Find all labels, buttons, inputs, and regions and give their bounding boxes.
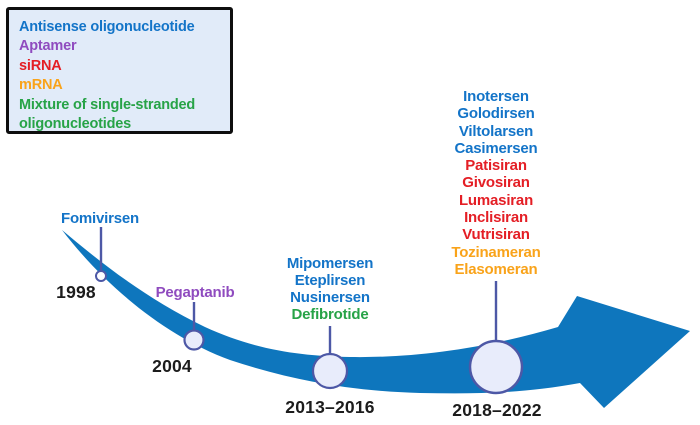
drug-label-pegaptanib: Pegaptanib bbox=[155, 284, 235, 301]
drug-group-2013-2016: Mipomersen Eteplirsen Nusinersen Defibro… bbox=[286, 255, 374, 323]
legend-item-sirna: siRNA bbox=[19, 57, 62, 74]
drug-group-2018-2022: Inotersen Golodirsen Viltolarsen Casimer… bbox=[451, 88, 540, 278]
legend-item-mixture-line2: oligonucleotides bbox=[19, 116, 131, 133]
legend-item-aptamer: Aptamer bbox=[19, 38, 77, 55]
drug-label-mipomersen: Mipomersen bbox=[286, 255, 374, 272]
arrow-swoosh bbox=[62, 230, 690, 408]
drug-label-elasomeran: Elasomeran bbox=[454, 260, 538, 278]
drug-label-nusinersen: Nusinersen bbox=[290, 289, 370, 306]
drug-label-defibrotide: Defibrotide bbox=[291, 306, 369, 323]
drug-label-inotersen: Inotersen bbox=[463, 88, 529, 105]
drug-label-golodirsen: Golodirsen bbox=[457, 105, 535, 123]
drug-label-viltolarsen: Viltolarsen bbox=[458, 122, 534, 140]
event-marker-2013-2016 bbox=[311, 352, 349, 390]
drug-label-fomivirsen: Fomivirsen bbox=[60, 210, 140, 227]
legend-item-antisense: Antisense oligonucleotide bbox=[19, 19, 195, 35]
drug-label-tozinameran: Tozinameran bbox=[451, 243, 541, 261]
year-label-2013-2016: 2013–2016 bbox=[285, 397, 375, 417]
drug-label-inclisiran: Inclisiran bbox=[464, 209, 528, 227]
event-marker-1998 bbox=[95, 270, 107, 282]
legend-item-mrna: mRNA bbox=[19, 77, 63, 94]
event-marker-2018-2022 bbox=[468, 339, 524, 395]
drug-label-vutrisiran: Vutrisiran bbox=[462, 226, 530, 244]
drug-label-patisiran: Patisiran bbox=[465, 157, 527, 175]
year-label-2004: 2004 bbox=[152, 356, 192, 376]
drug-label-casimersen: Casimersen bbox=[454, 139, 538, 157]
event-marker-2004 bbox=[183, 329, 205, 351]
drug-label-eteplirsen: Eteplirsen bbox=[294, 272, 366, 289]
legend-item-mixture-line1: Mixture of single-stranded bbox=[19, 96, 196, 113]
legend-box: Antisense oligonucleotide Aptamer siRNA … bbox=[6, 7, 233, 134]
year-label-2018-2022: 2018–2022 bbox=[452, 400, 542, 420]
drug-label-givosiran: Givosiran bbox=[462, 174, 530, 192]
year-label-1998: 1998 bbox=[56, 282, 96, 302]
drug-label-lumasiran: Lumasiran bbox=[458, 191, 534, 209]
